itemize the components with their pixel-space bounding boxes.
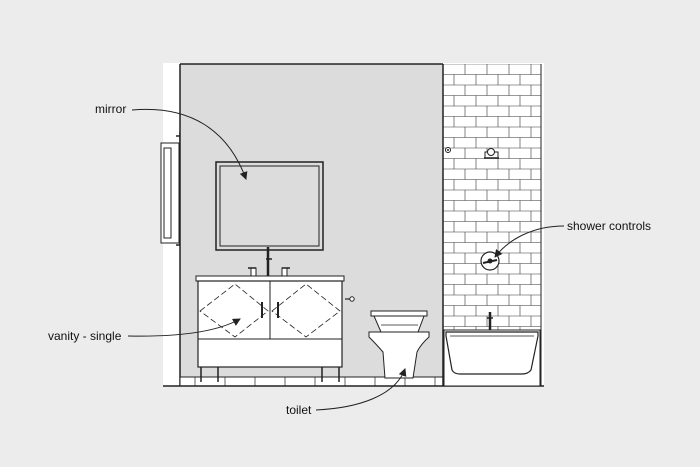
- svg-text:shower controls: shower controls: [567, 219, 651, 233]
- svg-text:vanity - single: vanity - single: [48, 329, 122, 343]
- label-shower-controls: shower controls: [494, 219, 651, 258]
- arrow-pointer-icon: [131, 108, 248, 180]
- arrow-pointer-icon: [127, 318, 241, 337]
- svg-text:mirror: mirror: [95, 102, 126, 116]
- arrow-pointer-icon: [494, 225, 565, 258]
- tub-filler: [487, 312, 493, 330]
- towel-hook: [345, 296, 355, 302]
- mirror: [215, 161, 324, 251]
- vanity-single: [195, 275, 345, 382]
- label-vanity-single: vanity - single: [48, 318, 241, 343]
- shower-head: [445, 147, 499, 159]
- svg-text:toilet: toilet: [286, 403, 312, 417]
- label-toilet: toilet: [286, 368, 407, 417]
- toilet: [368, 310, 430, 379]
- bathtub: [443, 329, 541, 387]
- label-mirror: mirror: [95, 102, 248, 180]
- arrow-pointer-icon: [315, 368, 407, 411]
